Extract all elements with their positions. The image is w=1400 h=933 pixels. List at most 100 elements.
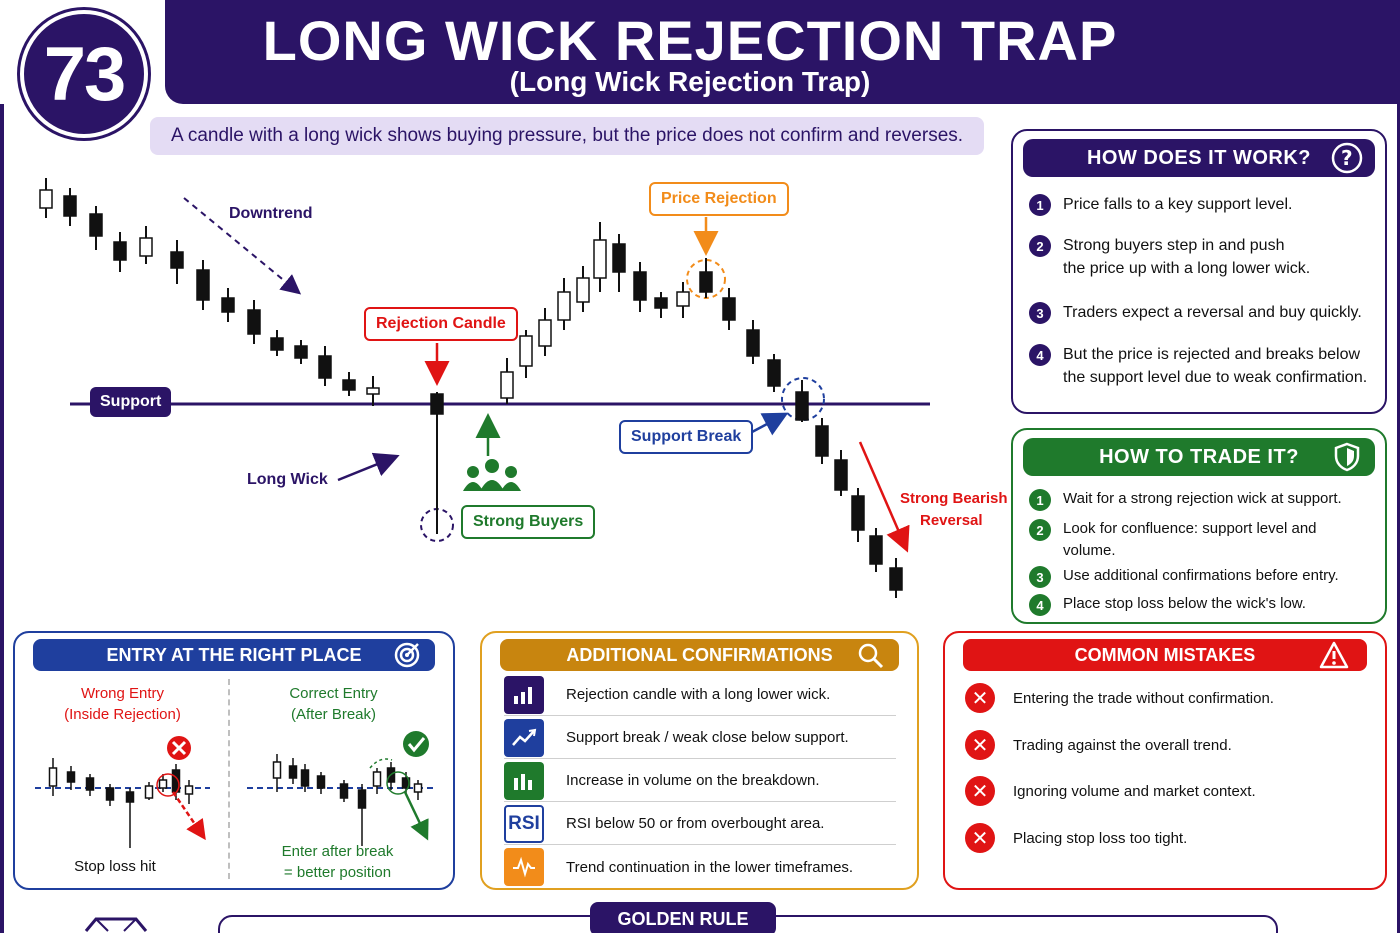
confirmation-row-5: Trend continuation in the lower timefram… xyxy=(504,846,896,888)
correct-entry-title: Correct Entry (After Break) xyxy=(230,683,437,725)
wrong-entry-line1: Wrong Entry xyxy=(80,685,165,702)
volume-icon xyxy=(504,761,544,800)
enter-after-break-caption: Enter after break = better position xyxy=(230,841,445,883)
candle-body xyxy=(184,785,194,795)
candle-body xyxy=(430,393,444,415)
candle-body xyxy=(593,239,607,279)
mistake-row-4: ✕ Placing stop loss too tight. xyxy=(965,823,1187,853)
magnifier-icon xyxy=(858,643,884,669)
target-icon xyxy=(394,642,420,668)
correct-check-icon xyxy=(403,731,429,757)
correct-entry-line1: Correct Entry xyxy=(289,685,378,702)
how-to-trade-header: HOW TO TRADE IT? xyxy=(1023,438,1375,476)
correct-caption-line1: Enter after break xyxy=(281,843,394,860)
strong-buyers-label: Strong Buyers xyxy=(461,505,596,539)
page-subtitle: (Long Wick Rejection Trap) xyxy=(509,66,871,97)
candle-body xyxy=(500,371,514,399)
step-text: Wait for a strong rejection wick at supp… xyxy=(1063,490,1342,507)
x-icon: ✕ xyxy=(965,823,995,853)
mistake-text: Placing stop loss too tight. xyxy=(1013,829,1188,847)
chart-svg xyxy=(39,178,930,598)
step-text: Use additional confirmations before entr… xyxy=(1063,567,1339,584)
tagline: A candle with a long wick shows buying p… xyxy=(150,117,984,155)
mistake-row-2: ✕ Trading against the overall trend. xyxy=(965,730,1232,760)
bearish-arrow xyxy=(858,441,910,553)
entry-mini-charts xyxy=(35,731,435,848)
header-bar xyxy=(165,0,1400,104)
candle-body xyxy=(270,337,284,351)
question-icon: ? xyxy=(1331,142,1363,174)
candle-body xyxy=(869,535,883,565)
candle-body xyxy=(300,769,310,787)
step-number: 4 xyxy=(1029,344,1051,366)
candle-body xyxy=(39,189,53,209)
candle-body xyxy=(851,495,865,531)
mistakes-title: COMMON MISTAKES xyxy=(1074,644,1256,665)
wrong-entry-line2: (Inside Rejection) xyxy=(64,706,181,723)
confirmations-title: ADDITIONAL CONFIRMATIONS xyxy=(566,644,833,665)
price-chart: Downtrend Support Rejection Candle Long … xyxy=(0,160,1008,620)
step-text-cont: volume. xyxy=(1063,542,1116,559)
candle-body xyxy=(85,777,95,791)
mistake-text: Ignoring volume and market context. xyxy=(1013,782,1256,800)
support-break-label: Support Break xyxy=(619,420,754,454)
candle-body xyxy=(815,425,829,457)
downtrend-arrow xyxy=(183,197,302,295)
candle-body xyxy=(676,291,690,307)
support-break-arrow xyxy=(751,412,789,436)
step-text: But the price is rejected and breaks bel… xyxy=(1063,346,1361,363)
mistake-text: Trading against the overall trend. xyxy=(1013,736,1232,754)
confirmation-text: RSI below 50 or from overbought area. xyxy=(566,815,825,832)
confirmation-text: Support break / weak close below support… xyxy=(566,729,849,746)
golden-rule-label: GOLDEN RULE xyxy=(590,902,776,933)
confirmation-row-2: Support break / weak close below support… xyxy=(504,717,896,759)
candle-body xyxy=(139,237,153,257)
x-icon: ✕ xyxy=(965,730,995,760)
confirmations-panel: ADDITIONAL CONFIRMATIONS Rejection candl… xyxy=(480,631,919,890)
break-circle xyxy=(781,377,825,421)
step-text-cont: the support level due to weak confirmati… xyxy=(1063,369,1368,386)
svg-text:?: ? xyxy=(1341,146,1353,170)
candle-body xyxy=(105,787,115,801)
confirmation-row-4: RSI RSI below 50 or from overbought area… xyxy=(504,803,896,845)
candle-body xyxy=(372,771,382,787)
wrong-x-icon xyxy=(167,736,191,760)
wrong-entry-title: Wrong Entry (Inside Rejection) xyxy=(15,683,230,725)
how-it-works-title: HOW DOES IT WORK? xyxy=(1086,146,1312,169)
candle-body xyxy=(722,297,736,321)
how-it-works-header: HOW DOES IT WORK? ? xyxy=(1023,139,1375,177)
candle-body xyxy=(413,783,423,793)
candle-body xyxy=(247,309,261,335)
confirmation-text: Trend continuation in the lower timefram… xyxy=(566,858,854,876)
candle-body xyxy=(125,791,135,803)
warning-icon xyxy=(1319,641,1349,669)
confirmation-text: Rejection candle with a long lower wick. xyxy=(566,686,831,703)
strong-bearish-label: Strong Bearish xyxy=(900,490,1008,507)
price-rejection-label: Price Rejection xyxy=(649,182,789,216)
candle-body xyxy=(889,567,903,591)
candle-body xyxy=(66,771,76,783)
candle-body xyxy=(144,785,154,799)
confirmations-header: ADDITIONAL CONFIRMATIONS xyxy=(500,639,899,671)
correct-entry-line2: (After Break) xyxy=(290,706,377,723)
stop-loss-hit-caption: Stop loss hit xyxy=(74,858,156,875)
x-icon: ✕ xyxy=(965,683,995,713)
support-label: Support xyxy=(90,387,172,417)
candle-body xyxy=(633,271,647,301)
long-wick-label: Long Wick xyxy=(247,471,328,488)
candle-body xyxy=(170,251,184,269)
frame-right xyxy=(1397,104,1400,933)
wave-icon xyxy=(504,848,544,886)
candles-group xyxy=(39,178,903,598)
correct-caption-line2: = better position xyxy=(283,864,392,881)
rejection-candle-label: Rejection Candle xyxy=(364,307,518,341)
mistakes-header: COMMON MISTAKES xyxy=(963,639,1367,671)
